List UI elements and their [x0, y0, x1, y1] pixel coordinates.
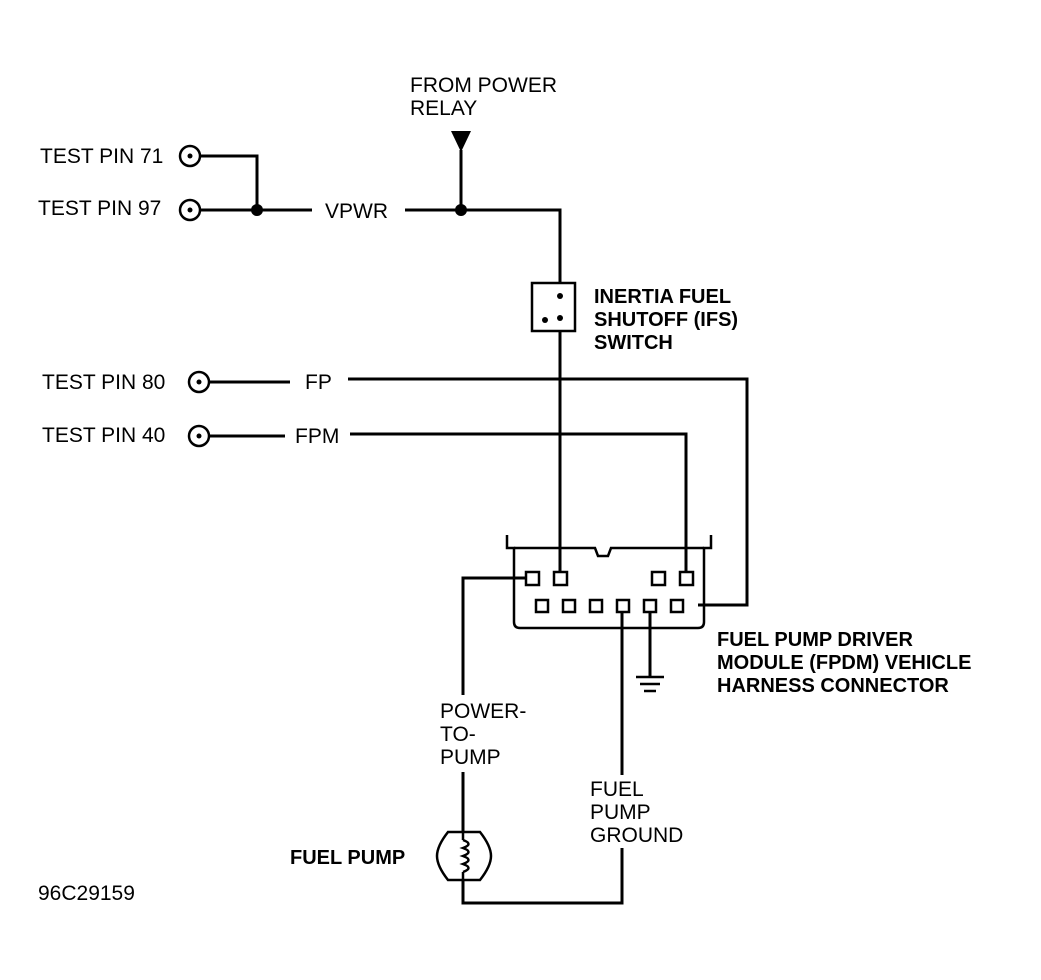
fpdm-connector-label: FUEL PUMP DRIVER MODULE (FPDM) VEHICLE H…	[717, 629, 977, 697]
fpdm-connector-icon	[505, 535, 713, 630]
ifs-switch-label: INERTIA FUEL SHUTOFF (IFS) SWITCH	[594, 286, 744, 354]
figure-id: 96C29159	[38, 882, 135, 905]
vpwr-label: VPWR	[325, 200, 388, 223]
fuel-pump-motor-icon	[435, 830, 493, 882]
test-pin-71-terminal-icon	[178, 144, 202, 168]
test-pin-71-label: TEST PIN 71	[40, 145, 163, 168]
splice-dot	[455, 204, 467, 216]
test-pin-80-label: TEST PIN 80	[42, 371, 165, 394]
inertia-switch-icon	[530, 281, 577, 333]
power-arrow-icon	[451, 131, 471, 152]
fp-label: FP	[305, 371, 332, 394]
test-pin-97-label: TEST PIN 97	[38, 197, 161, 220]
ground-icon	[636, 675, 664, 693]
test-pin-97-terminal-icon	[178, 198, 202, 222]
power-to-pump-label: POWER- TO- PUMP	[440, 700, 532, 769]
test-pin-80-terminal-icon	[187, 370, 211, 394]
fuel-pump-label: FUEL PUMP	[290, 847, 405, 869]
fpm-label: FPM	[295, 425, 339, 448]
from-power-relay-label: FROM POWER RELAY	[410, 74, 563, 120]
test-pin-40-label: TEST PIN 40	[42, 424, 165, 447]
fuel-pump-ground-label: FUEL PUMP GROUND	[590, 778, 683, 847]
splice-dot	[251, 204, 263, 216]
test-pin-40-terminal-icon	[187, 424, 211, 448]
